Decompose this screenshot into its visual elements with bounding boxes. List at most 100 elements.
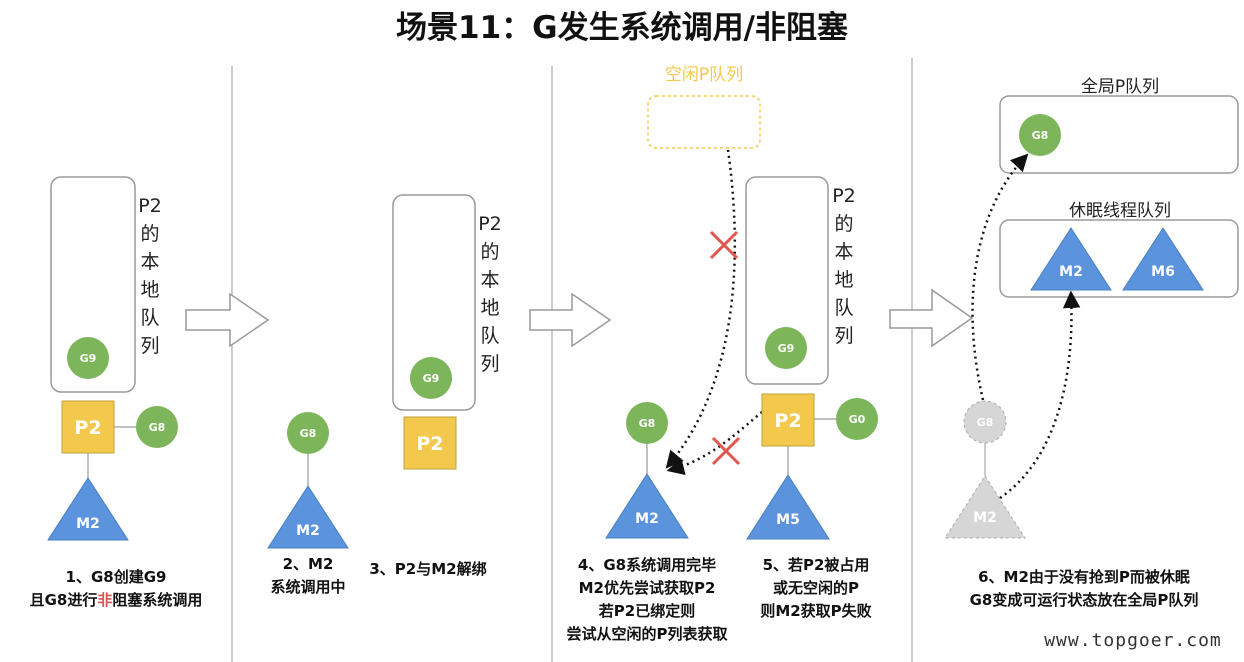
local-queue-label-char: 的: [140, 223, 159, 245]
panel3-caption-right: 则M2获取P失败: [760, 602, 871, 620]
local-queue-label-char: 列: [140, 335, 159, 357]
p2-local-queue: [50, 176, 136, 393]
flow-arrow-icon: [529, 292, 612, 348]
goroutine-g9-label: G9: [778, 342, 795, 355]
goroutine-g8-label: G8: [300, 427, 317, 440]
local-queue-label-char: 列: [480, 353, 499, 375]
local-queue-label-char: 地: [480, 297, 499, 319]
machine-m2-label: M2: [635, 511, 659, 527]
local-queue-label-char: 队: [480, 325, 499, 347]
goroutine-g9-label: G9: [80, 352, 97, 365]
local-queue-label-char: 列: [834, 325, 853, 347]
panel2-caption-m-2: 系统调用中: [270, 578, 345, 596]
panel2-caption-p: 3、P2与M2解绑: [369, 560, 486, 578]
goroutine-g8-label: G8: [639, 417, 656, 430]
acquire-arrow-p2: [666, 411, 763, 476]
move-arrow-g8: [971, 153, 1029, 401]
panel-2: G8 M2 2、M2 系统调用中 P2 的 本 地 队 列 G9 P2 3、P2…: [267, 194, 502, 596]
panel4-caption: 6、M2由于没有抢到P而被休眠: [978, 568, 1190, 586]
p2-local-queue: [392, 194, 476, 411]
local-queue-label-char: 本: [480, 269, 499, 291]
panel3-caption-right: 5、若P2被占用: [763, 556, 870, 574]
caption-highlight: 非: [97, 591, 112, 609]
goroutine-g9-label: G9: [423, 372, 440, 385]
goroutine-g0-label: G0: [849, 413, 866, 426]
panel1-caption: 1、G8创建G9: [66, 568, 167, 586]
local-queue-label: P2 的 本 地 队 列: [832, 185, 856, 347]
caption-text: 且G8进行: [30, 591, 98, 609]
processor-p2-label: P2: [74, 417, 101, 439]
panel3-caption-right: 或无空闲的P: [773, 579, 859, 597]
global-p-queue: [999, 95, 1239, 174]
processor-p2: [403, 416, 457, 470]
local-queue-label-char: 本: [140, 251, 159, 273]
panel-1: P2 的 本 地 队 列 G9 P2 G8 M2 1、G8创建G9 且G8进行非…: [30, 176, 203, 609]
global-queue-label: 全局P队列: [1081, 77, 1159, 97]
local-queue-label-char: 队: [140, 307, 159, 329]
panel1-caption-2: 且G8进行非阻塞系统调用: [30, 591, 203, 609]
local-queue-label: P2 的 本 地 队 列: [138, 195, 162, 357]
goroutine-g9: [67, 337, 109, 379]
goroutine-g8: [626, 402, 668, 444]
goroutine-g8: [136, 406, 178, 448]
cross-icon: [711, 436, 741, 466]
sleep-queue-label: 休眠线程队列: [1069, 201, 1171, 221]
page-title: 场景11：G发生系统调用/非阻塞: [396, 10, 848, 46]
local-queue-label-char: P2: [478, 213, 502, 235]
machine-m6-label: M6: [1151, 264, 1175, 280]
goroutine-g8-label: G8: [1032, 129, 1049, 142]
machine-m2: [267, 485, 349, 549]
panel2-caption-m: 2、M2: [283, 555, 334, 573]
panel-4: 全局P队列 G8 休眠线程队列 M2 M6 G8 M2 6、M2由于没有抢到P而…: [944, 77, 1239, 609]
processor-p2-label: P2: [774, 410, 801, 432]
idle-p-queue-label: 空闲P队列: [665, 65, 743, 85]
machine-m2: [1030, 227, 1112, 291]
machine-m2-label: M2: [296, 523, 320, 539]
local-queue-label-char: 的: [834, 213, 853, 235]
local-queue-label: P2 的 本 地 队 列: [478, 213, 502, 375]
goroutine-g9: [765, 327, 807, 369]
local-queue-label-char: 队: [834, 297, 853, 319]
machine-m2: [47, 477, 129, 541]
cross-icon: [711, 436, 741, 466]
machine-m2: [605, 473, 689, 539]
goroutine-g8-label: G8: [149, 421, 166, 434]
local-queue-label-char: 的: [480, 241, 499, 263]
idle-p-queue: [647, 95, 761, 149]
panel-3: 空闲P队列 G8 M2 P2 的 本 地 队 列 G9 P2: [567, 65, 878, 643]
local-queue-label-char: 地: [834, 269, 853, 291]
panel3-caption-left: M2优先尝试获取P2: [579, 579, 716, 597]
local-queue-label-char: 本: [834, 241, 853, 263]
processor-p2: [761, 393, 815, 447]
panel3-caption-left: 4、G8系统调用完毕: [578, 556, 716, 574]
machine-m2-ghost-label: M2: [973, 510, 997, 526]
machine-m5-label: M5: [776, 512, 800, 528]
goroutine-g9: [410, 357, 452, 399]
machine-m2-ghost: [944, 475, 1026, 539]
acquire-arrow-idle: [665, 149, 737, 469]
machine-m6: [1122, 227, 1204, 291]
panel3-caption-left: 尝试从空闲的P列表获取: [567, 625, 729, 643]
processor-p2-label: P2: [416, 433, 443, 455]
goroutine-g8: [1019, 114, 1061, 156]
caption-text: 阻塞系统调用: [112, 591, 202, 609]
cross-icon: [709, 230, 739, 260]
watermark: www.topgoer.com: [1044, 630, 1222, 651]
local-queue-label-char: P2: [138, 195, 162, 217]
machine-m2-label: M2: [76, 516, 100, 532]
panel4-caption: G8变成可运行状态放在全局P队列: [970, 591, 1199, 609]
goroutine-g8-ghost-label: G8: [977, 416, 994, 429]
cross-icon: [709, 230, 739, 260]
goroutine-g0: [836, 398, 878, 440]
flow-arrow-icon: [185, 292, 270, 348]
machine-m5: [746, 474, 830, 540]
panel3-caption-left: 若P2已绑定则: [598, 602, 695, 620]
local-queue-label-char: P2: [832, 185, 856, 207]
flow-arrow-icon: [889, 288, 974, 348]
move-arrow-m2: [999, 290, 1081, 500]
local-queue-label-char: 地: [140, 279, 159, 301]
machine-m2-label: M2: [1059, 264, 1083, 280]
goroutine-g8: [287, 412, 329, 454]
p2-local-queue: [745, 176, 829, 385]
